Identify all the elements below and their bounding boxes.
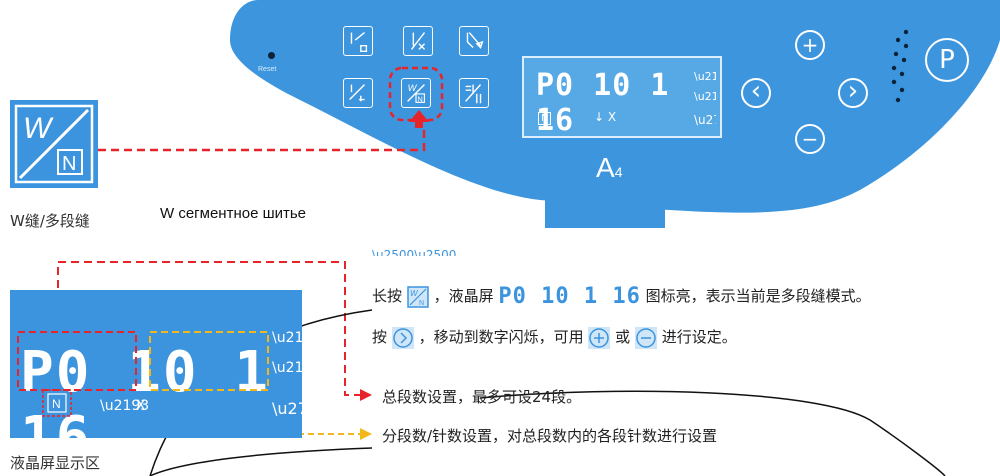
svg-text:\u2702: \u2702 xyxy=(272,399,302,418)
plus-icon: + xyxy=(801,33,819,57)
model-letter: A xyxy=(596,152,615,183)
panel-lcd-segment-indicator: N xyxy=(538,112,552,125)
instruction-long-press: 长按 xyxy=(372,287,403,305)
w-segment-large-icon: W N xyxy=(10,100,98,188)
instruction-line-1: 长按 W N ，液晶屏 P0 10 1 16 图标亮，表示当前是多段缝模式。 xyxy=(372,284,871,309)
plus-button[interactable]: + xyxy=(795,30,825,60)
reset-label: Reset xyxy=(258,66,277,73)
svg-text:N: N xyxy=(417,94,422,103)
program-button[interactable]: P xyxy=(925,38,969,82)
panel-lcd-readout: P0 10 1 16 xyxy=(536,68,670,138)
instruction-lcd-readout: P0 10 1 16 xyxy=(498,284,641,309)
instruction-line-2: 按 ，移动到数字闪烁，可用 或 进行设定。 xyxy=(372,326,737,349)
panel-lcd-side-icons: \u21c5 \u21f5 \u2702 xyxy=(694,70,716,127)
instruction-lcd-word: ，液晶屏 xyxy=(433,287,494,305)
cut-stitch-icon xyxy=(410,32,426,50)
svg-text:\u21f5: \u21f5 xyxy=(694,90,716,103)
lcd-display-area: P0 10 1 16 N \u2193 X \u21c5 \u21f5 \u27… xyxy=(10,290,302,470)
edge-stitch-icon xyxy=(350,32,368,52)
reset-button[interactable] xyxy=(268,52,275,59)
chevron-left-icon: ‹ xyxy=(750,76,762,106)
minus-inline-icon xyxy=(634,326,657,349)
lcd-area-label: 液晶屏显示区 xyxy=(10,454,101,472)
svg-text:\u21f5: \u21f5 xyxy=(272,360,302,376)
instruction-or: 或 xyxy=(615,328,631,346)
feature-caption-cn: W缝/多段缝 xyxy=(10,212,90,230)
svg-text:\u2193: \u2193 xyxy=(100,398,149,414)
pattern-stitch-button[interactable] xyxy=(343,78,373,108)
minus-button[interactable]: − xyxy=(795,124,825,154)
highlight-ring xyxy=(388,66,444,122)
chevron-right-inline-icon xyxy=(391,326,414,349)
up-arrow-icon xyxy=(409,110,429,128)
chevron-right-icon: › xyxy=(847,76,859,106)
tack-stitch-button[interactable] xyxy=(459,78,489,108)
reverse-trim-icon xyxy=(466,32,484,49)
svg-text:\u21c5: \u21c5 xyxy=(272,330,302,346)
instruction-set-text: 进行设定。 xyxy=(661,328,737,346)
svg-text:N: N xyxy=(62,153,76,175)
instruction-press: 按 xyxy=(372,328,388,346)
svg-text:X: X xyxy=(136,398,146,414)
reverse-trim-button[interactable] xyxy=(459,26,489,56)
svg-text:\u21c5: \u21c5 xyxy=(694,70,716,83)
minus-icon: − xyxy=(801,127,819,151)
control-panel: Reset WN P0 10 1 16 N ↓ X \u21c5 \u21f5 … xyxy=(230,0,1000,228)
lcd-display-overlays: N \u2193 X \u21c5 \u21f5 \u2702 xyxy=(17,330,302,418)
panel-lcd-stitch-indicator: ↓ X xyxy=(594,110,617,124)
instruction-mode-text: 图标亮，表示当前是多段缝模式。 xyxy=(645,287,871,305)
svg-text:N: N xyxy=(52,397,61,411)
feature-caption-ru: W сегментное шитье xyxy=(160,205,307,222)
left-button[interactable]: ‹ xyxy=(741,78,771,108)
panel-lcd: P0 10 1 16 N ↓ X \u21c5 \u21f5 \u2702 xyxy=(522,56,722,138)
cut-stitch-button[interactable] xyxy=(403,26,433,56)
right-button[interactable]: › xyxy=(838,78,868,108)
model-label: A4 xyxy=(596,152,622,184)
total-segments-text: 总段数设置，最多可设24段。 xyxy=(382,388,582,406)
svg-text:W: W xyxy=(410,289,419,298)
svg-text:N: N xyxy=(419,300,424,307)
pattern-stitch-icon xyxy=(349,84,366,102)
svg-text:W: W xyxy=(408,83,418,93)
speaker-grille-icon xyxy=(891,29,909,103)
w-segment-inline-icon: W N xyxy=(407,285,429,308)
program-label: P xyxy=(939,45,955,75)
w-segment-icon: WN xyxy=(407,83,425,103)
instruction-move-text: ，移动到数字闪烁，可用 xyxy=(418,328,584,346)
edge-stitch-button[interactable] xyxy=(343,26,373,56)
svg-text:\u2702: \u2702 xyxy=(694,113,716,127)
svg-text:W: W xyxy=(23,112,54,145)
tack-stitch-icon xyxy=(465,84,482,104)
plus-inline-icon xyxy=(588,326,611,349)
section-heading-fragment: \u2500\u2500\u2500\u2500 xyxy=(372,248,456,256)
model-number: 4 xyxy=(614,164,623,180)
segment-stitches-text: 分段数/针数设置，对总段数内的各段针数进行设置 xyxy=(382,427,718,445)
